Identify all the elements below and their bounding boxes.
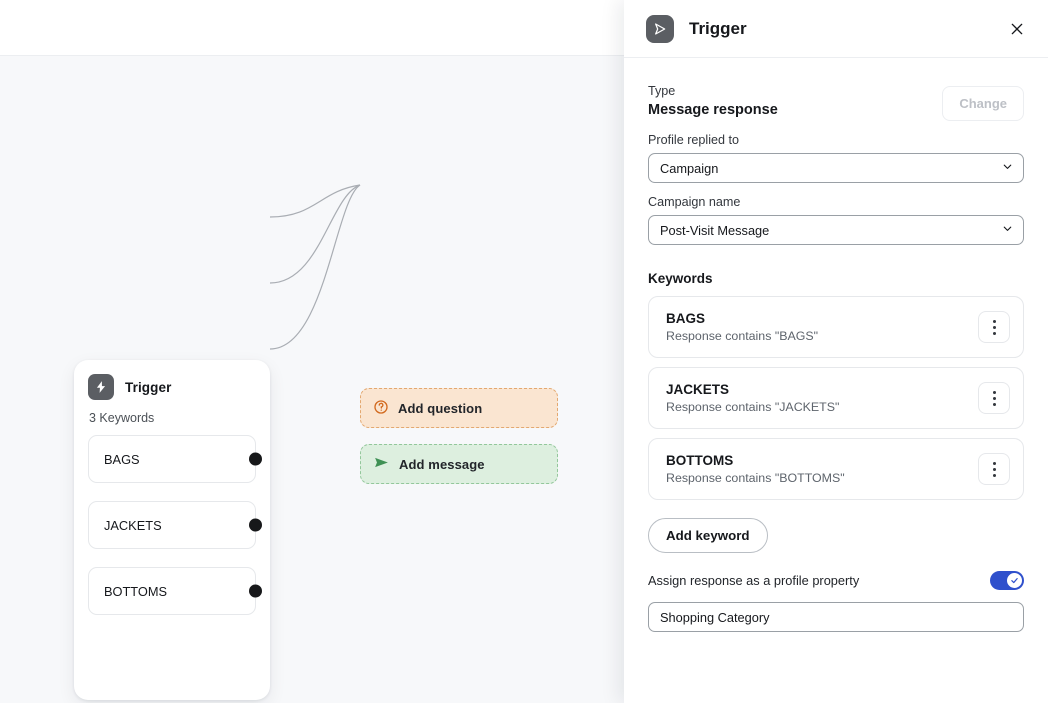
connector-dot[interactable] xyxy=(249,584,262,598)
assign-property-row: Assign response as a profile property xyxy=(648,571,1024,590)
keyword-card[interactable]: BOTTOMS Response contains "BOTTOMS" xyxy=(648,438,1024,500)
keyword-card-name: BAGS xyxy=(666,311,706,326)
panel-body: Type Message response Change Profile rep… xyxy=(624,58,1048,632)
profile-replied-to-field: Profile replied to Campaign xyxy=(648,133,1024,183)
type-label: Type xyxy=(648,84,676,98)
chevron-down-icon xyxy=(1001,160,1014,176)
keyword-card-text: JACKETS Response contains "JACKETS" xyxy=(666,382,839,414)
type-row: Type Message response Change xyxy=(648,84,1024,121)
trigger-node-title: Trigger xyxy=(125,379,172,395)
keyword-card-text: BOTTOMS Response contains "BOTTOMS" xyxy=(666,453,845,485)
campaign-name-label: Campaign name xyxy=(648,195,741,209)
flow-canvas[interactable]: Trigger 3 Keywords BAGS JACKETS BOTTOMS xyxy=(0,56,625,703)
add-message-label: Add message xyxy=(399,456,485,472)
profile-property-value: Shopping Category xyxy=(660,609,770,625)
keyword-menu-icon[interactable] xyxy=(978,453,1010,485)
question-circle-icon xyxy=(373,399,389,418)
keyword-card-name: JACKETS xyxy=(666,382,730,397)
send-arrow-icon xyxy=(373,454,390,474)
keyword-chip-label: BAGS xyxy=(104,451,140,467)
keyword-card-desc: Response contains "BOTTOMS" xyxy=(666,471,845,485)
keyword-card-desc: Response contains "BAGS" xyxy=(666,329,819,343)
keyword-card-text: BAGS Response contains "BAGS" xyxy=(666,311,818,343)
connector-dot[interactable] xyxy=(249,452,262,466)
connector-dot[interactable] xyxy=(249,518,262,532)
type-block: Type Message response xyxy=(648,84,778,118)
campaign-name-select[interactable]: Post-Visit Message xyxy=(648,215,1024,245)
panel-title: Trigger xyxy=(689,18,747,38)
add-keyword-button[interactable]: Add keyword xyxy=(648,518,768,553)
keyword-menu-icon[interactable] xyxy=(978,311,1010,343)
trigger-keyword-chips: BAGS JACKETS BOTTOMS xyxy=(74,425,270,615)
keyword-menu-icon[interactable] xyxy=(978,382,1010,414)
profile-replied-to-label: Profile replied to xyxy=(648,133,740,147)
add-message-button[interactable]: Add message xyxy=(360,444,558,484)
send-triangle-icon xyxy=(646,14,674,43)
trigger-node[interactable]: Trigger 3 Keywords BAGS JACKETS BOTTOMS xyxy=(74,360,270,700)
change-type-button[interactable]: Change xyxy=(942,86,1024,121)
keyword-chip[interactable]: BAGS xyxy=(88,435,262,483)
trigger-node-subtitle: 3 Keywords xyxy=(89,411,155,425)
profile-replied-to-value: Campaign xyxy=(660,160,719,176)
chevron-down-icon xyxy=(1001,222,1014,238)
keywords-section-title: Keywords xyxy=(648,271,713,286)
add-question-button[interactable]: Add question xyxy=(360,388,558,428)
keyword-card[interactable]: BAGS Response contains "BAGS" xyxy=(648,296,1024,358)
campaign-name-value: Post-Visit Message xyxy=(660,222,770,238)
keyword-chip[interactable]: JACKETS xyxy=(88,501,262,549)
flow-canvas-area: Trigger 3 Keywords BAGS JACKETS BOTTOMS xyxy=(0,0,625,703)
panel-header: Trigger xyxy=(624,0,1048,58)
lightning-bolt-icon xyxy=(88,374,114,400)
keyword-chip-label: JACKETS xyxy=(104,517,162,533)
add-question-label: Add question xyxy=(398,400,483,416)
campaign-name-field: Campaign name Post-Visit Message xyxy=(648,195,1024,245)
type-value: Message response xyxy=(648,102,778,118)
trigger-details-panel: Trigger Type Message response Change Pro… xyxy=(624,0,1048,703)
assign-property-label: Assign response as a profile property xyxy=(648,573,860,588)
keyword-card[interactable]: JACKETS Response contains "JACKETS" xyxy=(648,367,1024,429)
trigger-node-header: Trigger xyxy=(74,360,270,400)
close-icon[interactable] xyxy=(1002,14,1032,44)
keyword-card-desc: Response contains "JACKETS" xyxy=(666,400,840,414)
keyword-card-name: BOTTOMS xyxy=(666,453,734,468)
profile-replied-to-select[interactable]: Campaign xyxy=(648,153,1024,183)
assign-property-toggle[interactable] xyxy=(990,571,1024,590)
check-icon xyxy=(1007,573,1022,588)
keyword-chip-label: BOTTOMS xyxy=(104,583,168,599)
profile-property-input[interactable]: Shopping Category xyxy=(648,602,1024,632)
canvas-topbar xyxy=(0,0,625,56)
keyword-chip[interactable]: BOTTOMS xyxy=(88,567,262,615)
